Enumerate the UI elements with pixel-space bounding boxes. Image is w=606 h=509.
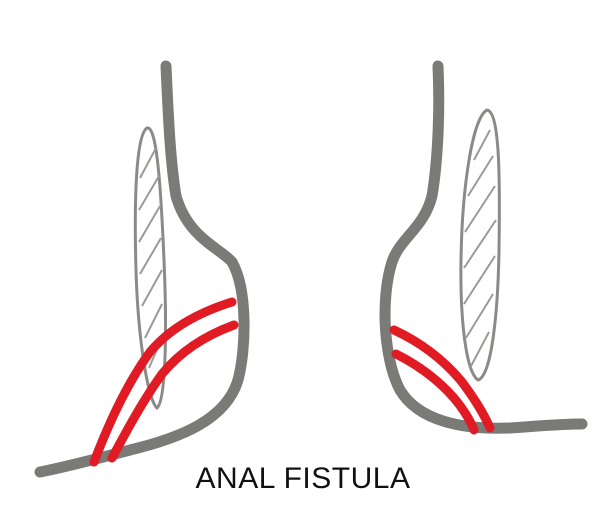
right-fistula-tract-upper (389, 325, 495, 433)
right-fistula-tract-lower (391, 349, 479, 435)
left-side-section (34, 60, 250, 478)
right-side-section (379, 60, 588, 435)
left-fistula-tracts (89, 297, 239, 467)
left-fistula-tract-upper (89, 297, 237, 467)
left-anal-wall (34, 60, 250, 478)
right-sphincter-muscle (459, 108, 501, 382)
right-anal-wall (379, 60, 588, 434)
left-fistula-tract-lower (107, 320, 239, 463)
left-muscle-hatching (138, 147, 163, 369)
right-fistula-tracts (389, 325, 495, 435)
diagram-caption: ANAL FISTULA (195, 462, 411, 495)
right-muscle-hatching (463, 129, 497, 369)
